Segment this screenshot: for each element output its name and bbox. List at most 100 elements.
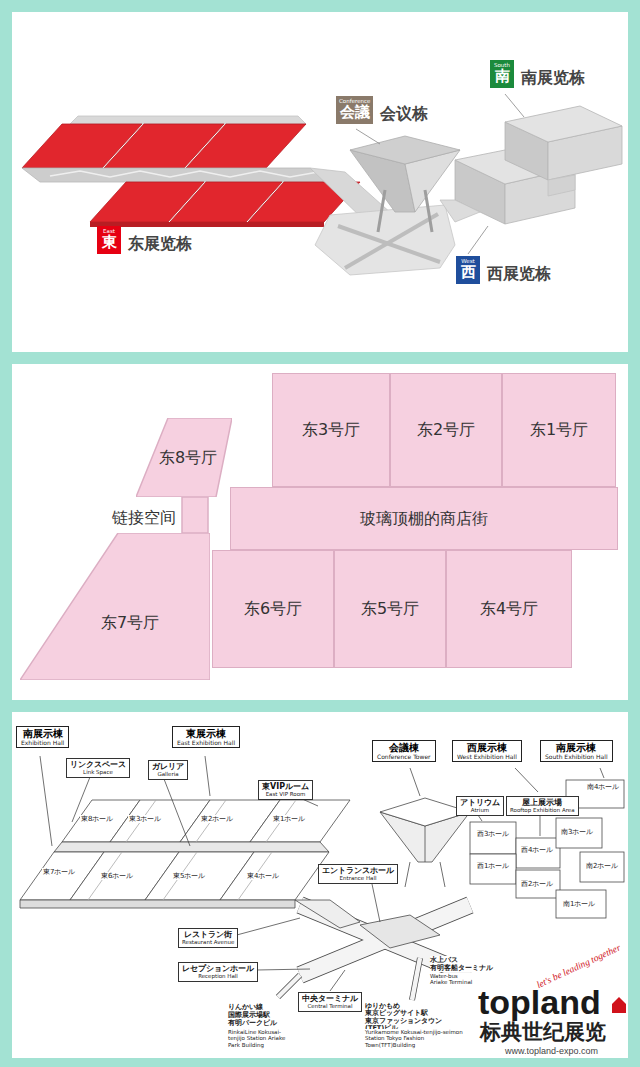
badge-character: 西	[461, 264, 476, 281]
east-hall-block	[22, 116, 360, 227]
station-english: RinkaiLine Kokusai-tenjijo Station Ariak…	[228, 1029, 294, 1048]
callout-box: レセプションホールReception Hall	[178, 962, 258, 982]
logo-url: www.topland-expo.com	[505, 1046, 598, 1056]
concourse	[278, 975, 300, 997]
callout-english: Central Terminal	[302, 1003, 358, 1009]
hall-name: 东5号厅	[361, 599, 419, 618]
leader-line	[410, 768, 420, 796]
hall-label: 西2ホール	[520, 880, 554, 888]
leader-line	[600, 768, 604, 778]
conference-outline	[440, 862, 445, 887]
east-hall-block	[50, 171, 318, 177]
logo-chinese: 标典世纪展览	[480, 1021, 606, 1044]
building-badge: East東东展览栋	[97, 226, 192, 254]
badge-leader	[356, 129, 380, 144]
building-badge: West西西展览栋	[456, 256, 551, 284]
callout-english: Conference Tower	[377, 754, 431, 761]
leader-line	[257, 969, 310, 970]
hall-label: 西1ホール	[476, 862, 510, 870]
conference-tower	[425, 190, 432, 232]
concourse	[278, 975, 300, 997]
east-hall-outline	[20, 800, 350, 908]
badge-leader	[505, 94, 524, 117]
hall-label: 東3ホール	[128, 815, 162, 823]
south-building	[548, 175, 575, 196]
badge-character: 南	[495, 68, 510, 85]
badge-square: Conference会議	[336, 96, 373, 124]
building-callout: 会議棟Conference Tower	[372, 740, 436, 762]
callout-japanese: レストラン街	[182, 930, 234, 939]
hall-name: 玻璃顶棚的商店街	[360, 509, 488, 528]
hall-label: 西4ホール	[520, 846, 554, 854]
hall-label: 東2ホール	[200, 815, 234, 823]
leader-line	[164, 779, 190, 846]
hall-name: 东3号厅	[302, 420, 360, 439]
callout-box: エントランスホールEntrance Hall	[318, 864, 398, 884]
hall-label: 東8ホール	[80, 815, 114, 823]
callout-english: West Exhibition Hall	[457, 754, 517, 761]
callout-english: Link Space	[70, 769, 126, 775]
hall-label: 東1ホール	[272, 815, 306, 823]
callout-box: リンクスペースLink Space	[66, 758, 130, 778]
hall-name: 东1号厅	[530, 420, 588, 439]
hall-label: 南4ホール	[586, 783, 620, 791]
callout-japanese: 東展示棟	[177, 728, 235, 740]
concourse	[295, 900, 360, 928]
hall-area: 东4号厅	[446, 550, 572, 668]
callout-japanese: エントランスホール	[322, 866, 394, 875]
hall-area: 东3号厅	[272, 373, 390, 487]
conference-tower	[378, 190, 385, 232]
logo-house	[612, 997, 626, 1013]
badge-leader	[468, 226, 488, 254]
concourse	[412, 958, 420, 1000]
building-badge: Conference会議会议栋	[336, 96, 428, 124]
leader-line	[372, 884, 380, 922]
logo-slogan: let's be leading together	[535, 942, 623, 991]
south-building	[505, 106, 622, 196]
bridge-and-plaza	[315, 205, 455, 275]
station-label: 水上バス 有明客船ターミナル	[430, 956, 493, 972]
leader-line	[40, 756, 604, 991]
callout-box: 屋上展示場Rooftop Exhibition Area	[506, 796, 579, 816]
concourse	[412, 958, 420, 1000]
hall-area: 东5号厅	[334, 550, 446, 668]
east-hall-outline	[20, 900, 295, 908]
hall-name: 东6号厅	[244, 599, 302, 618]
building-name: 会议栋	[380, 104, 428, 123]
link-strip	[182, 497, 208, 533]
callout-japanese: 南展示棟	[21, 728, 64, 740]
hall-label: 南2ホール	[585, 862, 619, 870]
south-hall-outline	[556, 818, 602, 848]
east-hall-block	[22, 168, 328, 182]
hall-outline	[136, 418, 232, 497]
hall-label: 南1ホール	[562, 900, 596, 908]
west-hall-outline	[470, 822, 560, 898]
callout-box: 東VIPルームEast VIP Room	[258, 780, 313, 800]
west-building	[440, 200, 480, 222]
callout-japanese: 会議棟	[377, 742, 431, 754]
callout-japanese: レセプションホール	[182, 964, 254, 973]
panel-card	[12, 12, 628, 352]
west-hall-outline	[516, 870, 560, 898]
station-english: Water-bus Ariake Terminal	[430, 973, 476, 986]
hall-label: 東4ホール	[246, 872, 280, 880]
hall-label: 南3ホール	[560, 828, 594, 836]
callout-japanese: アトリウム	[460, 798, 500, 807]
bridge-and-plaza	[345, 214, 438, 268]
east-hall-block	[90, 222, 324, 227]
callout-japanese: 南展示棟	[545, 742, 608, 754]
callout-japanese: リンクスペース	[70, 760, 126, 769]
panel-card	[12, 12, 628, 1058]
callout-english: Rooftop Exhibition Area	[510, 807, 575, 813]
building-name: 东展览栋	[128, 234, 192, 253]
callout-japanese: 東VIPルーム	[262, 782, 309, 791]
badge-square: South南	[490, 60, 514, 88]
east-hall-block	[186, 124, 306, 168]
building-callout: 西展示棟West Exhibition Hall	[452, 740, 522, 762]
callout-english: Exhibition Hall	[21, 740, 64, 747]
logo-wordmark: topland	[478, 985, 601, 1019]
badge-leader	[356, 94, 524, 254]
hall-area: 东2号厅	[390, 373, 502, 487]
south-hall-outline	[580, 852, 624, 882]
badge-character: 東	[102, 234, 117, 251]
